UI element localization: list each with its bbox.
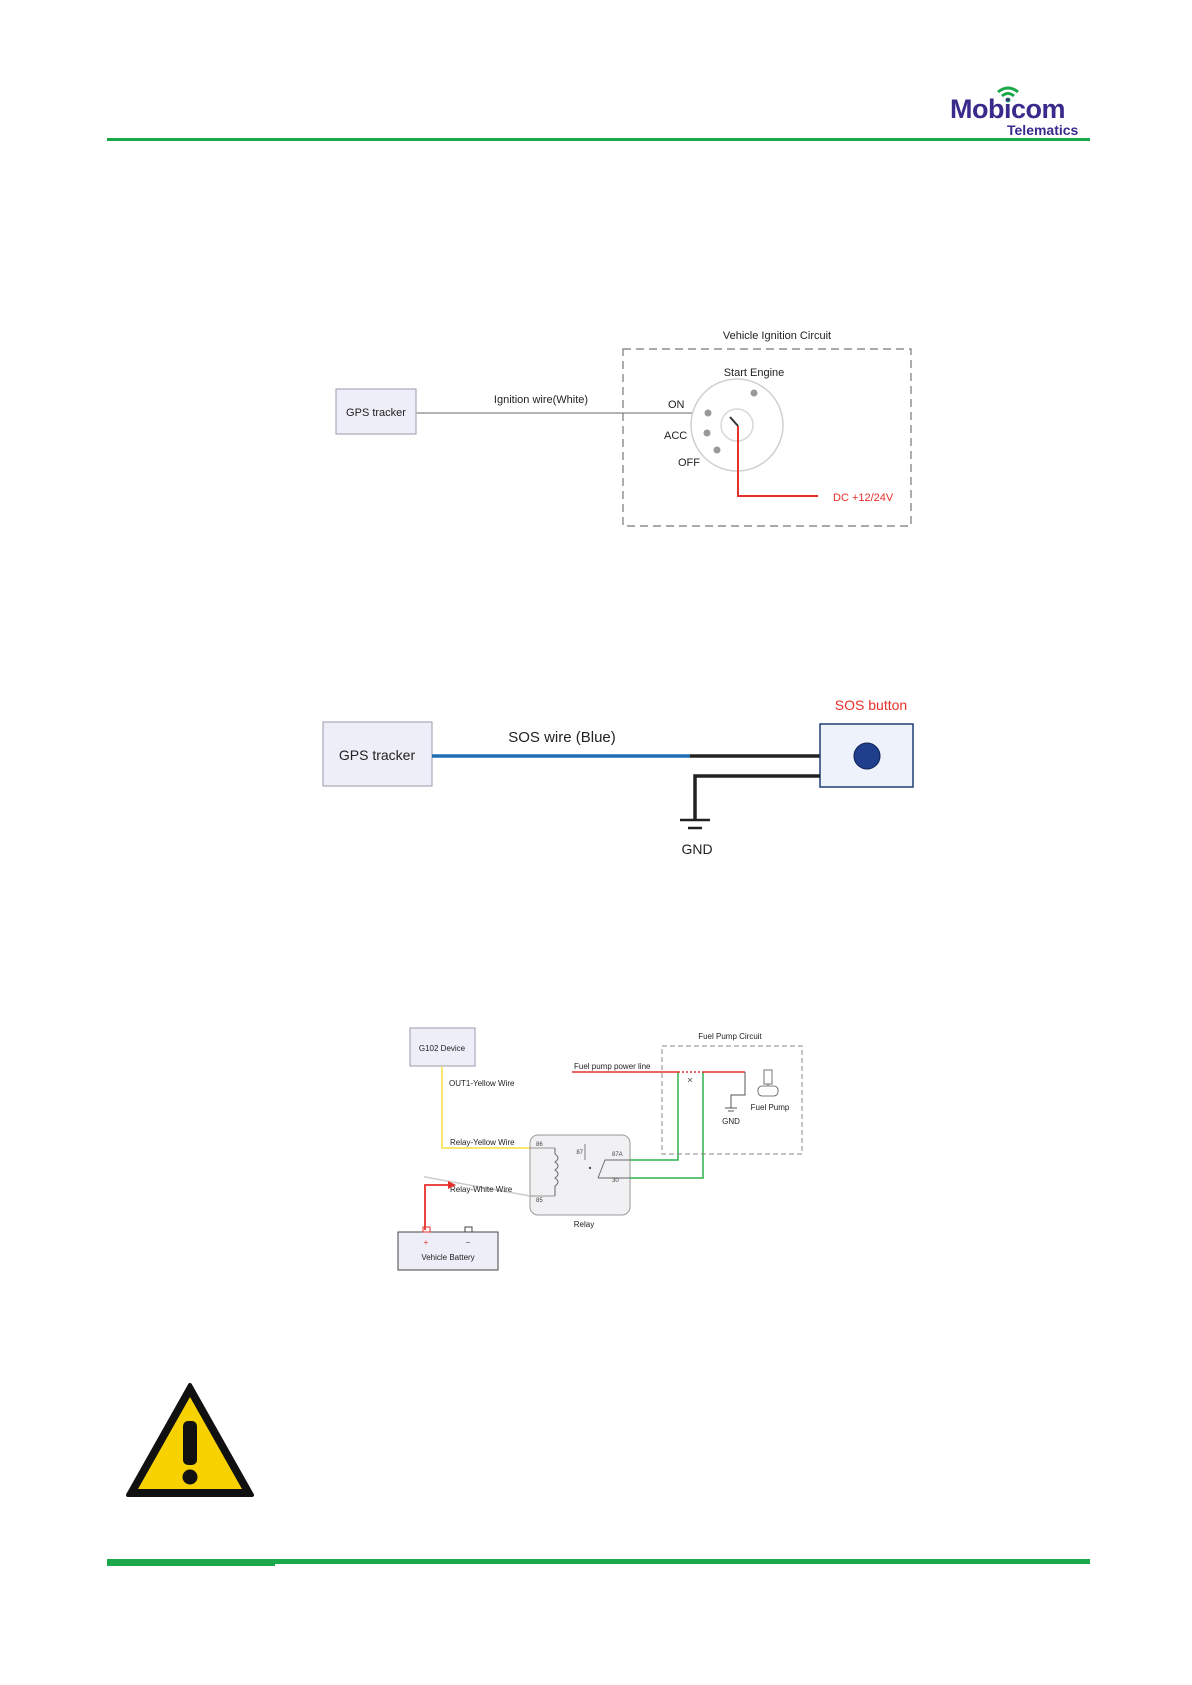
ignition-circuit-label: Vehicle Ignition Circuit xyxy=(723,330,831,342)
pin-86-label: 86 xyxy=(536,1142,543,1148)
fuel-pump-label: Fuel Pump xyxy=(751,1103,790,1112)
relay-coil xyxy=(554,1148,559,1196)
off-contact xyxy=(713,446,721,454)
pin-85-label: 85 xyxy=(536,1198,543,1204)
battery-positive-terminal xyxy=(422,1226,431,1233)
sos-wire-label: SOS wire (Blue) xyxy=(508,729,616,746)
relay-white-wire xyxy=(424,1176,531,1197)
gps-tracker-box xyxy=(335,388,417,435)
logo-subtitle: Telematics xyxy=(1007,122,1079,138)
gps-tracker-label: GPS tracker xyxy=(339,747,416,763)
battery-minus-label: − xyxy=(466,1238,471,1247)
fuel-line-label: Fuel pump power line xyxy=(574,1062,651,1071)
out1-label: OUT1-Yellow Wire xyxy=(449,1079,515,1088)
dc-power-wire xyxy=(737,426,818,497)
vehicle-battery-box xyxy=(397,1231,499,1271)
ignition-wiring-diagram: GPS tracker Ignition wire(White) Vehicle… xyxy=(335,330,912,527)
battery-negative-terminal xyxy=(464,1226,473,1233)
gnd-label: GND xyxy=(681,841,712,857)
footer-rule-accent xyxy=(107,1564,275,1566)
pin-87-label: 87 xyxy=(576,1150,583,1156)
footer-rule xyxy=(107,1559,1090,1564)
start-engine-label: Start Engine xyxy=(724,367,785,379)
dc-voltage-label: DC +12/24V xyxy=(833,492,894,504)
battery-positive-wire xyxy=(424,1184,450,1230)
gps-tracker-box xyxy=(322,721,433,787)
g102-device-label: G102 Device xyxy=(419,1044,466,1053)
fuel-gnd-label: GND xyxy=(722,1117,740,1126)
relay-wiring-diagram: G102 Device OUT1-Yellow Wire Relay-Yello… xyxy=(397,1027,803,1271)
ignition-wire-label: Ignition wire(White) xyxy=(494,394,588,406)
header-rule xyxy=(107,138,1090,141)
fuel-pump-circuit-box xyxy=(661,1045,803,1155)
fuel-pump-icon xyxy=(757,1069,779,1097)
fuel-pump-ground-wire xyxy=(730,1072,746,1108)
relay-30-green-wire xyxy=(630,1072,704,1179)
on-label: ON xyxy=(668,399,685,411)
g102-device-box xyxy=(409,1027,476,1067)
pin-30-label: 30 xyxy=(612,1178,619,1184)
relay-box xyxy=(529,1134,631,1216)
out1-yellow-wire xyxy=(441,1066,537,1149)
warning-triangle-icon xyxy=(126,1383,254,1497)
cut-symbol-icon xyxy=(687,1077,693,1083)
relay-white-label: Relay-White Wire xyxy=(450,1185,513,1194)
sos-button-label: SOS button xyxy=(835,697,907,713)
off-label: OFF xyxy=(678,457,700,469)
arrow-icon xyxy=(448,1181,456,1189)
ignition-circuit-box xyxy=(622,348,912,527)
relay-87a-green-wire xyxy=(630,1072,679,1161)
relay-switch xyxy=(597,1159,630,1179)
logo: Mobicom Telematics xyxy=(950,82,1100,140)
fuel-pump-circuit-label: Fuel Pump Circuit xyxy=(698,1032,762,1041)
gps-tracker-label: GPS tracker xyxy=(346,407,406,419)
ignition-key-pointer xyxy=(729,416,739,427)
acc-label: ACC xyxy=(664,430,687,442)
relay-contact-dot xyxy=(588,1166,592,1170)
pin-87a-label: 87A xyxy=(612,1152,623,1158)
start-contact xyxy=(750,389,758,397)
relay-label: Relay xyxy=(574,1220,594,1229)
on-contact xyxy=(704,409,712,417)
sos-button-icon xyxy=(853,742,881,770)
ground-wire xyxy=(693,774,820,820)
relay-yellow-label: Relay-Yellow Wire xyxy=(450,1138,515,1147)
battery-plus-label: + xyxy=(424,1238,429,1247)
wifi-signal-icon xyxy=(997,86,1019,103)
logo-brand: Mobicom xyxy=(950,94,1066,124)
acc-contact xyxy=(703,429,711,437)
sos-wiring-diagram: GPS tracker SOS wire (Blue) SOS button G… xyxy=(322,697,914,857)
vehicle-battery-label: Vehicle Battery xyxy=(421,1253,474,1262)
